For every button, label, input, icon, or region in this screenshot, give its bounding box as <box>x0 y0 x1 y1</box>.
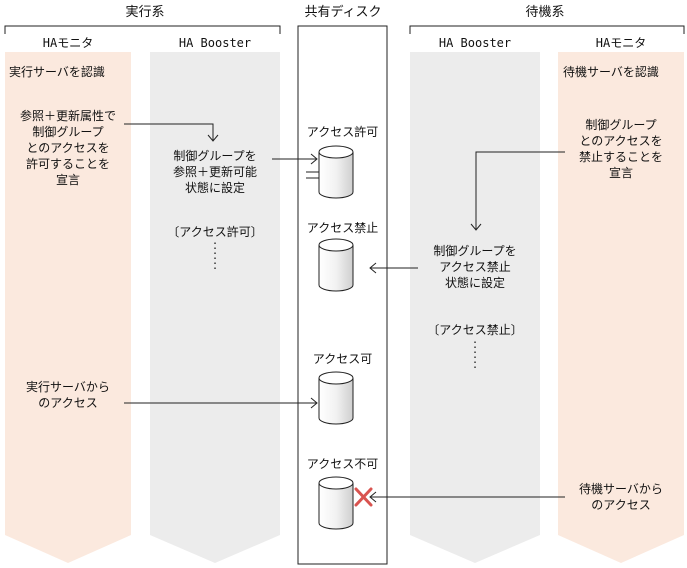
ha-booster-right-column <box>410 52 540 563</box>
disk-cylinder-4 <box>318 476 354 530</box>
active-booster-status: 〔アクセス許可〕 <box>167 225 263 239</box>
arrowhead-active-access <box>310 397 318 409</box>
active-bracket <box>4 25 281 34</box>
disk-cylinder-2 <box>318 238 354 292</box>
heading-shared-disk: 共有ディスク <box>304 5 382 20</box>
disk-label-3: アクセス可 <box>312 352 373 366</box>
disk-label-1: アクセス許可 <box>306 125 379 139</box>
standby-access-text: 待機サーバから のアクセス <box>579 482 663 512</box>
column-ha-monitor-left: HAモニタ <box>42 36 94 50</box>
arrow-declare-to-booster <box>124 123 214 141</box>
standby-declare-text: 制御グループ とのアクセスを 禁止することを 宣言 <box>578 118 663 180</box>
arrowhead-standby-booster-to-disk2 <box>369 262 377 274</box>
heading-active: 実行系 <box>125 5 165 20</box>
active-booster-ellipsis: ::: <box>212 238 218 272</box>
active-recognize-text: 実行サーバを認識 <box>9 65 105 79</box>
standby-booster-set-state-text: 制御グループを アクセス禁止 状態に設定 <box>433 244 517 290</box>
disk-label-4: アクセス不可 <box>306 457 379 471</box>
active-access-text: 実行サーバから のアクセス <box>26 380 110 410</box>
ha-monitor-left-column <box>5 52 131 563</box>
arrow-standby-declare-to-booster <box>475 151 565 230</box>
shared-disk-frame <box>297 25 388 565</box>
column-ha-booster-right: HA Booster <box>438 36 512 50</box>
heading-standby: 待機系 <box>525 5 565 20</box>
disk-cylinder-3 <box>318 371 354 425</box>
column-ha-booster-left: HA Booster <box>178 36 252 50</box>
standby-booster-ellipsis: ::: <box>472 337 478 371</box>
disk-label-2: アクセス禁止 <box>306 221 379 235</box>
active-booster-set-state-text: 制御グループを 参照＋更新可能 状態に設定 <box>172 149 257 195</box>
standby-bracket <box>409 25 685 34</box>
ha-booster-left-column <box>150 52 280 563</box>
disk-cylinder-1 <box>318 145 354 199</box>
standby-booster-status: 〔アクセス禁止〕 <box>427 323 523 337</box>
cylinder-1-ticks <box>306 171 319 179</box>
arrowhead-booster-to-disk1 <box>310 153 318 165</box>
blocked-cross-icon <box>354 487 373 507</box>
standby-recognize-text: 待機サーバを認識 <box>563 65 659 79</box>
arrowhead-standby-declare <box>470 223 482 231</box>
ha-monitor-right-column <box>558 52 684 563</box>
arrowhead-declare-to-booster <box>207 134 219 142</box>
active-declare-text: 参照＋更新属性で 制御グループ とのアクセスを 許可することを 宣言 <box>19 109 116 187</box>
arrowhead-standby-access <box>369 491 377 503</box>
column-ha-monitor-right: HAモニタ <box>595 36 647 50</box>
